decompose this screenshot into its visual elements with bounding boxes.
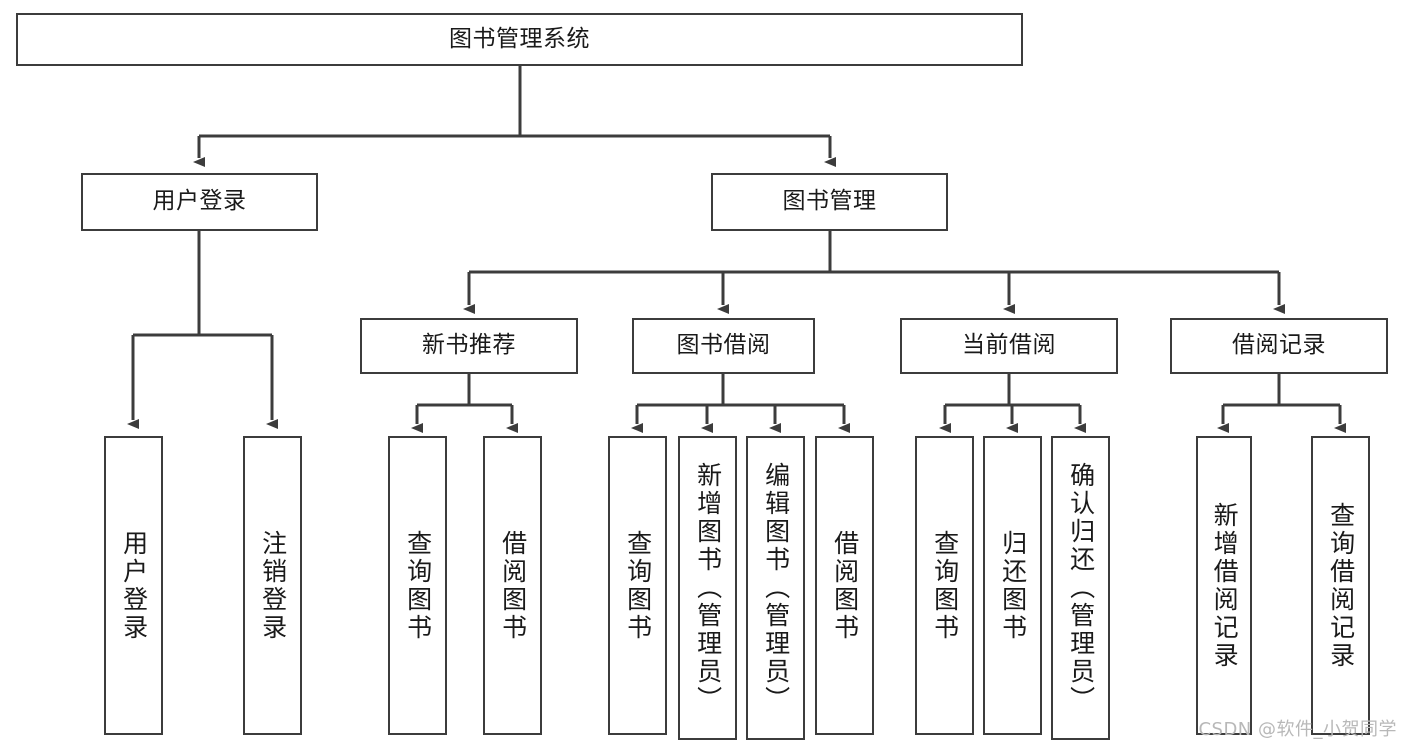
leaf-current-borrow-return-book-label: 归还图书 bbox=[998, 529, 1028, 642]
leaf-book-borrow-edit-book-admin[interactable]: 编辑图书（管理员） bbox=[746, 436, 805, 740]
leaf-book-borrow-borrow-book-label: 借阅图书 bbox=[830, 529, 860, 642]
node-borrow-record-label: 借阅记录 bbox=[1232, 332, 1326, 359]
leaf-borrow-record-query-record[interactable]: 查询借阅记录 bbox=[1311, 436, 1370, 735]
node-book-borrow-label: 图书借阅 bbox=[676, 332, 771, 359]
node-root-book-management-system[interactable]: 图书管理系统 bbox=[16, 13, 1023, 66]
node-user-login-label: 用户登录 bbox=[152, 188, 247, 215]
node-book-management-label: 图书管理 bbox=[782, 188, 877, 215]
node-new-book-recommend-label: 新书推荐 bbox=[422, 332, 516, 359]
leaf-current-borrow-return-book[interactable]: 归还图书 bbox=[983, 436, 1042, 735]
node-book-borrow[interactable]: 图书借阅 bbox=[632, 318, 815, 374]
leaf-user-login-login[interactable]: 用户登录 bbox=[104, 436, 163, 735]
leaf-book-borrow-borrow-book[interactable]: 借阅图书 bbox=[815, 436, 874, 735]
leaf-current-borrow-confirm-return-admin-label: 确认归还（管理员） bbox=[1066, 462, 1096, 714]
node-user-login[interactable]: 用户登录 bbox=[81, 173, 318, 231]
leaf-user-login-logout[interactable]: 注销登录 bbox=[243, 436, 302, 735]
leaf-book-borrow-query-book-label: 查询图书 bbox=[623, 529, 653, 642]
node-new-book-recommend[interactable]: 新书推荐 bbox=[360, 318, 578, 374]
node-borrow-record[interactable]: 借阅记录 bbox=[1170, 318, 1388, 374]
node-current-borrow-label: 当前借阅 bbox=[962, 332, 1056, 359]
leaf-current-borrow-query-book[interactable]: 查询图书 bbox=[915, 436, 974, 735]
leaf-book-borrow-query-book[interactable]: 查询图书 bbox=[608, 436, 667, 735]
leaf-user-login-login-label: 用户登录 bbox=[119, 529, 149, 642]
csdn-watermark: CSDN @软件_小贺同学 bbox=[1198, 719, 1397, 740]
leaf-book-borrow-add-book-admin[interactable]: 新增图书（管理员） bbox=[678, 436, 737, 740]
leaf-borrow-record-query-record-label: 查询借阅记录 bbox=[1326, 501, 1356, 670]
node-root-label: 图书管理系统 bbox=[449, 25, 590, 52]
leaf-current-borrow-query-book-label: 查询图书 bbox=[930, 529, 960, 642]
leaf-new-book-query-book[interactable]: 查询图书 bbox=[388, 436, 447, 735]
leaf-new-book-borrow-book[interactable]: 借阅图书 bbox=[483, 436, 542, 735]
leaf-borrow-record-add-record[interactable]: 新增借阅记录 bbox=[1196, 436, 1252, 735]
leaf-book-borrow-edit-book-admin-label: 编辑图书（管理员） bbox=[761, 462, 791, 714]
leaf-new-book-query-book-label: 查询图书 bbox=[403, 529, 433, 642]
node-book-management[interactable]: 图书管理 bbox=[711, 173, 948, 231]
leaf-new-book-borrow-book-label: 借阅图书 bbox=[498, 529, 528, 642]
leaf-user-login-logout-label: 注销登录 bbox=[258, 529, 288, 642]
leaf-book-borrow-add-book-admin-label: 新增图书（管理员） bbox=[693, 462, 723, 714]
leaf-borrow-record-add-record-label: 新增借阅记录 bbox=[1210, 501, 1240, 670]
node-current-borrow[interactable]: 当前借阅 bbox=[900, 318, 1118, 374]
leaf-current-borrow-confirm-return-admin[interactable]: 确认归还（管理员） bbox=[1051, 436, 1110, 740]
